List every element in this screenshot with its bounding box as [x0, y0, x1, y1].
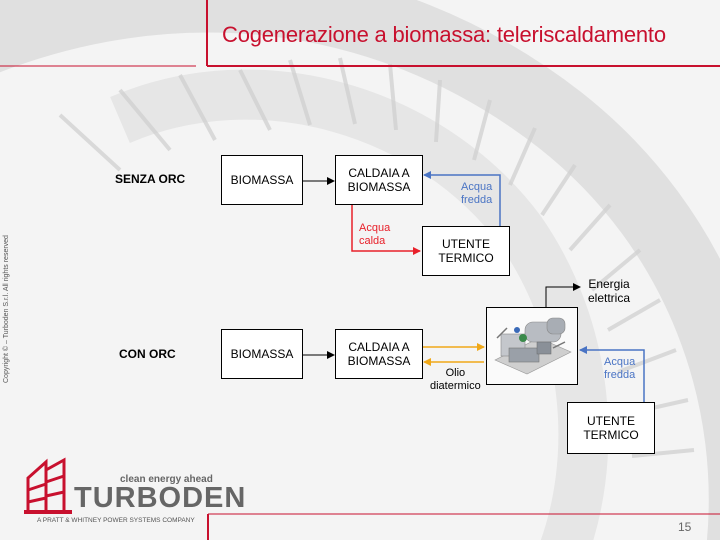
arrow-acqua-fredda-senza	[423, 171, 501, 226]
label-con-orc: CON ORC	[119, 347, 176, 361]
arrow-acqua-calda	[351, 205, 421, 255]
label-acqua-calda: Acqua calda	[359, 222, 391, 247]
label-acqua-fredda-senza: Acqua fredda	[461, 181, 493, 206]
label-olio-diatermico: Olio diatermico	[430, 367, 481, 392]
box-utente-con: UTENTE TERMICO	[567, 402, 655, 454]
page-number: 15	[678, 520, 692, 534]
label-acqua-fredda-con: Acqua fredda	[604, 356, 636, 381]
box-utente-senza: UTENTE TERMICO	[422, 226, 510, 276]
label-senza-orc: SENZA ORC	[115, 172, 186, 186]
orc-turbogenerator-image	[486, 307, 578, 385]
turboden-logo-icon	[24, 457, 72, 514]
box-biomassa-senza: BIOMASSA	[221, 155, 303, 205]
logo-tagline: clean energy ahead	[120, 474, 213, 485]
arrow-energia-elettrica	[545, 283, 581, 307]
box-biomassa-con: BIOMASSA	[221, 329, 303, 379]
box-caldaia-senza: CALDAIA A BIOMASSA	[335, 155, 423, 205]
box-caldaia-con: CALDAIA A BIOMASSA	[335, 329, 423, 379]
label-energia-elettrica: Energia elettrica	[588, 277, 631, 305]
arrow-acqua-fredda-con	[579, 346, 645, 402]
logo-subtitle: A PRATT & WHITNEY POWER SYSTEMS COMPANY	[37, 517, 195, 524]
logo-brand: TURBODEN	[74, 482, 247, 514]
slide-title: Cogenerazione a biomassa: teleriscaldame…	[222, 22, 666, 47]
